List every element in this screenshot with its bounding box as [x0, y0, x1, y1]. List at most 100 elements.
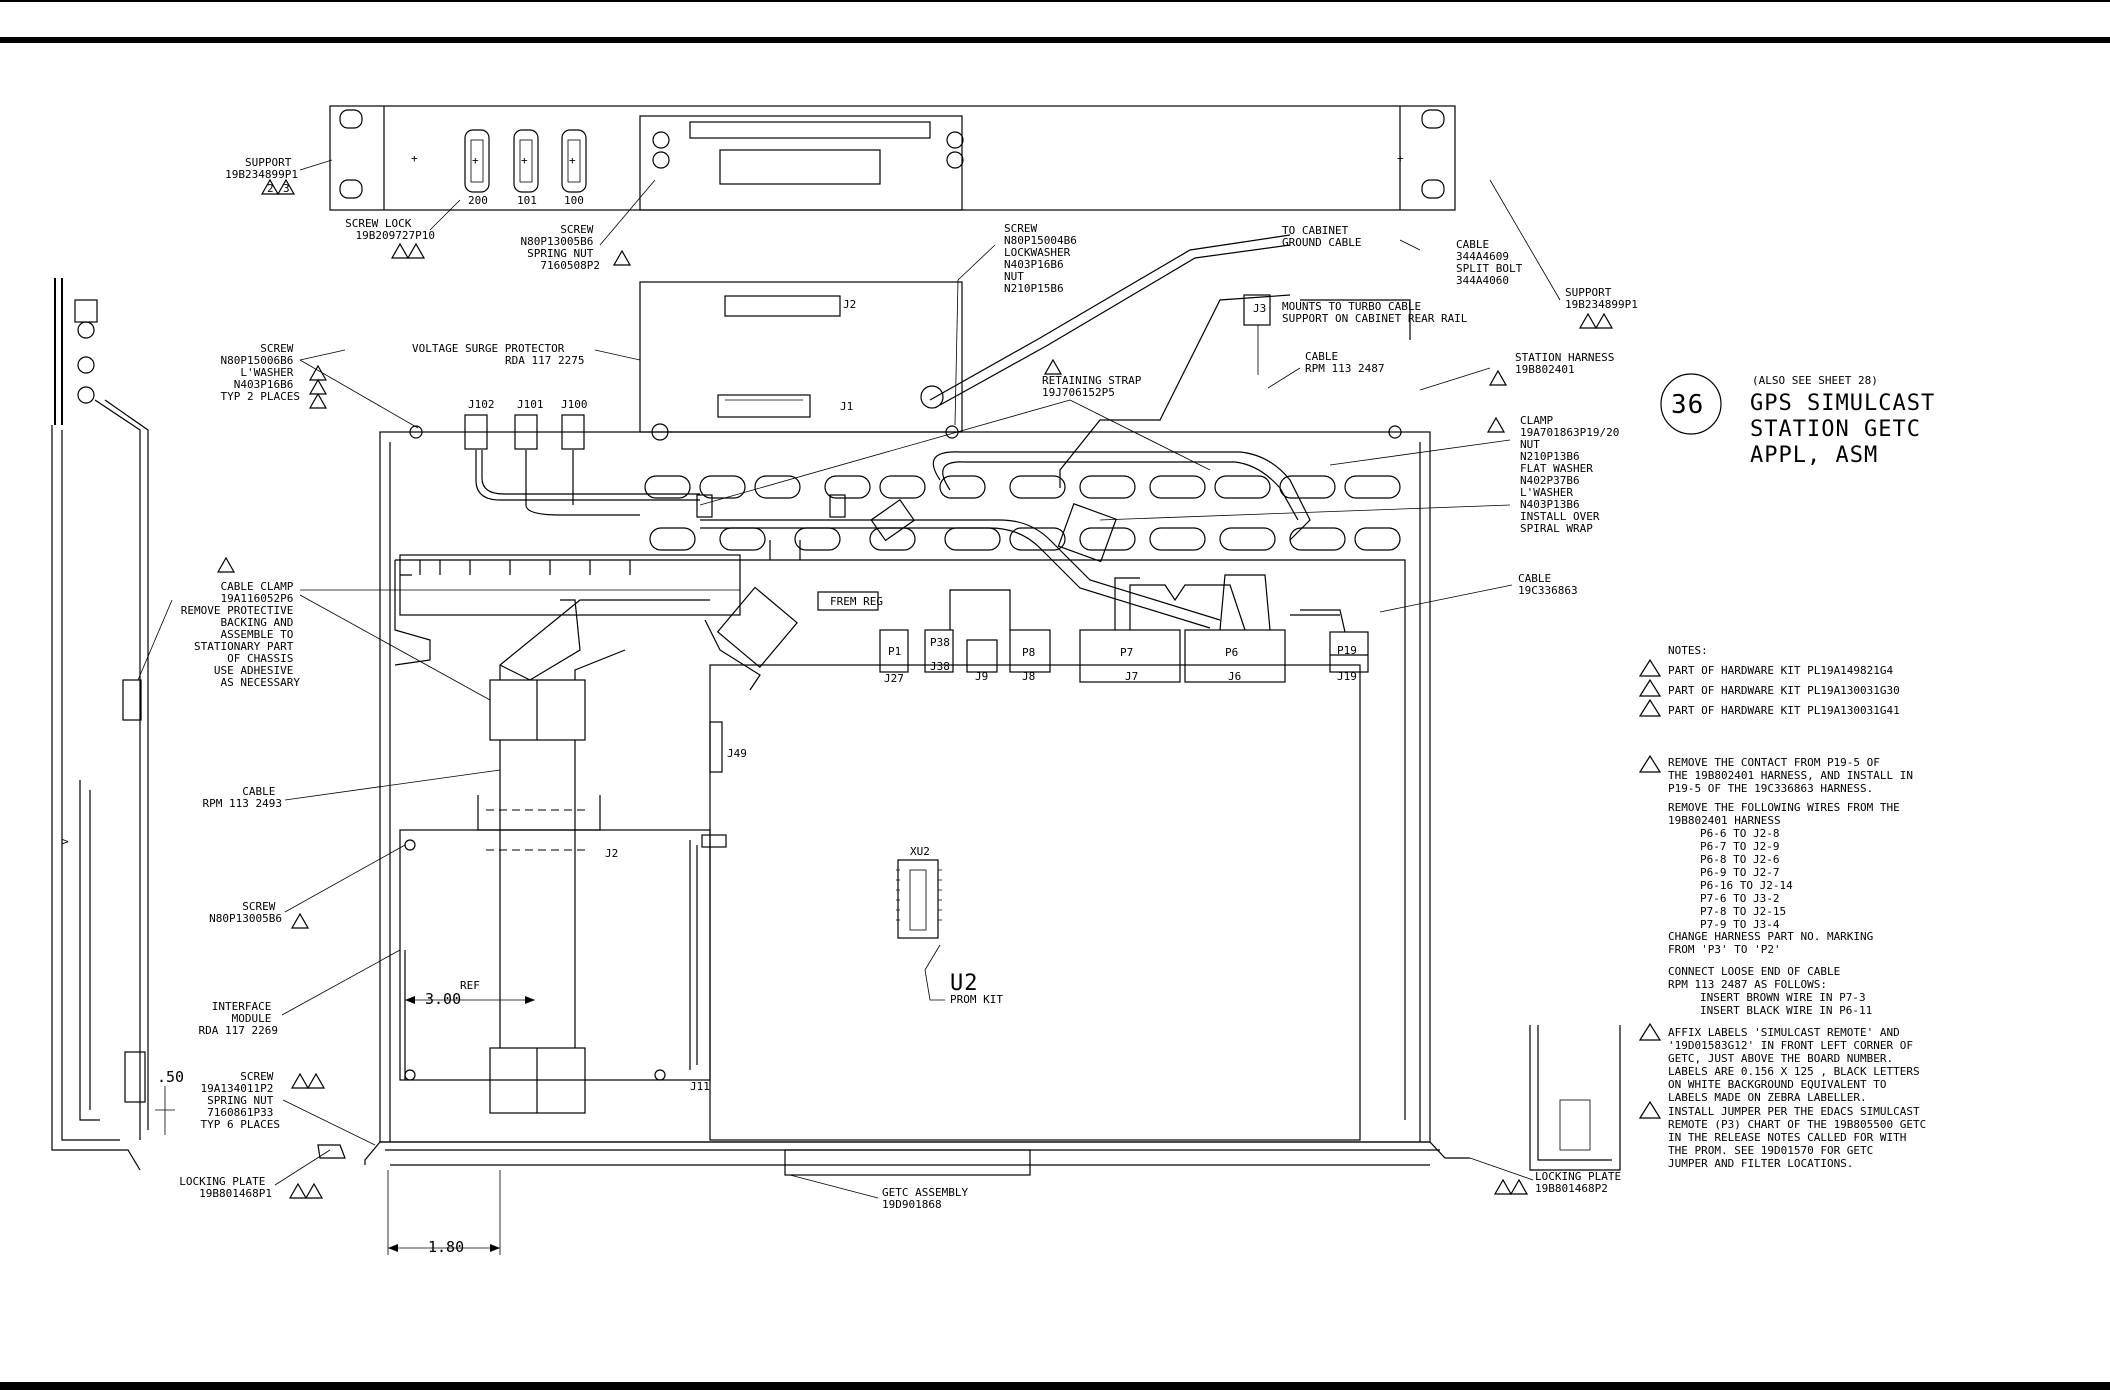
connector-header-row [817, 591, 1369, 683]
label-j2-top: J2 [843, 298, 856, 311]
label-j8: J8 [1022, 670, 1035, 683]
screw-bottom-label: SCREW 19A134011P2 SPRING NUT 7160861P33 … [201, 1070, 280, 1131]
label-j38: J38 [930, 660, 950, 673]
support-top-marks: 2 3 [260, 178, 296, 195]
connector-label-200: 200 [468, 194, 488, 207]
svg-text:+: + [411, 152, 418, 165]
connect-cable-note: CONNECT LOOSE END OF CABLE RPM 113 2487 … [1668, 965, 1847, 991]
label-j3: J3 [1253, 302, 1266, 315]
svg-text:+: + [521, 154, 528, 167]
sheet-number: 36 [1671, 390, 1704, 420]
interface-module [399, 721, 727, 1081]
also-see-text: (ALSO SEE SHEET 28) [1752, 374, 1878, 387]
note-6: AFFIX LABELS 'SIMULCAST REMOTE' AND '19D… [1668, 1026, 1926, 1104]
dimensions: 3.00 REF .50 1.80 [155, 979, 535, 1256]
screw-lock-label: SCREW LOCK 19B209727P10 [345, 217, 435, 242]
note-1: PART OF HARDWARE KIT PL19A149821G4 [1668, 664, 1894, 677]
insert-wire-note: INSERT BROWN WIRE IN P7-3 INSERT BLACK W… [1700, 991, 1872, 1017]
change-marking-note: CHANGE HARNESS PART NO. MARKING FROM 'P3… [1668, 930, 1880, 956]
label-p6: P6 [1225, 646, 1238, 659]
note-7: INSTALL JUMPER PER THE EDACS SIMULCAST R… [1668, 1105, 1933, 1170]
label-j7: J7 [1125, 670, 1138, 683]
label-j11-j3: J11 [690, 1080, 710, 1093]
dim-3-00: 3.00 [425, 990, 461, 1008]
to-cabinet-label: TO CABINET GROUND CABLE [1282, 224, 1361, 249]
db-connector-j101: + [513, 129, 539, 193]
label-j49: J49 [727, 747, 747, 760]
label-j27: J27 [884, 672, 904, 685]
label-j2-module: J2 [605, 847, 618, 860]
cable-split-label: CABLE 344A4609 SPLIT BOLT 344A4060 [1456, 238, 1529, 287]
svg-text:3: 3 [283, 182, 290, 195]
screw-washer-label: SCREW N80P15006B6 L'WASHER N403P16B6 TYP… [221, 342, 300, 403]
support-top-label: SUPPORT 19B234899P1 [225, 156, 298, 181]
clamp-label: CLAMP 19A701863P19/20 NUT N210P13B6 FLAT… [1520, 414, 1626, 535]
note-5: REMOVE THE CONTACT FROM P19-5 OF THE 19B… [1668, 756, 1920, 827]
svg-text:2: 2 [267, 182, 274, 195]
chassis-top-view [317, 234, 1621, 1176]
cable-2487-label: CABLE RPM 113 2487 [1305, 350, 1384, 375]
locking-plate-left-label: LOCKING PLATE 19B801468P1 [179, 1175, 272, 1200]
label-xu2: XU2 [910, 845, 930, 858]
label-p1: P1 [888, 645, 901, 658]
label-j102: J102 [468, 398, 495, 411]
voltage-surge-label: VOLTAGE SURGE PROTECTOR RDA 117 2275 [412, 342, 584, 367]
mounts-label: MOUNTS TO TURBO CABLE SUPPORT ON CABINET… [1282, 300, 1468, 325]
label-frem-reg: FREM REG [830, 595, 883, 608]
label-j101: J101 [517, 398, 544, 411]
cable-clamp-label: CABLE CLAMP 19A116052P6 REMOVE PROTECTIV… [181, 580, 301, 689]
station-harness-label: STATION HARNESS 19B802401 [1515, 351, 1621, 376]
notes-heading: NOTES: [1668, 644, 1708, 657]
screw-mid-label: SCREW N80P13005B6 [209, 900, 282, 925]
bottom-callouts: GETC ASSEMBLY 19D901868 U2 PROM KIT LOCK… [789, 944, 1628, 1211]
connector-label-100: 100 [564, 194, 584, 207]
label-j100: J100 [561, 398, 588, 411]
screw-lockwasher-label: SCREW N80P15004B6 LOCKWASHER N403P16B6 N… [1004, 222, 1083, 295]
svg-text:+: + [472, 154, 479, 167]
svg-text:+: + [1397, 152, 1404, 165]
connector-labels: J102 J101 J100 J1 J2 J3 J49 FREM REG P1 … [468, 298, 1357, 1093]
top-callouts: SCREW N80P15004B6 LOCKWASHER N403P16B6 N… [699, 179, 1638, 613]
support-right-label: SUPPORT 19B234899P1 [1565, 286, 1638, 311]
label-p38: P38 [930, 636, 950, 649]
label-j9: J9 [975, 670, 988, 683]
label-p8: P8 [1022, 646, 1035, 659]
svg-text:>: > [62, 835, 69, 848]
flat-cable [477, 599, 710, 1114]
notes-block: NOTES: PART OF HARDWARE KIT PL19A149821G… [1638, 644, 1933, 1170]
db-connector-j100: + [561, 129, 587, 193]
title-line-3: APPL, ASM [1750, 443, 1878, 468]
interface-module-label: INTERFACE MODULE RDA 117 2269 [199, 1000, 278, 1037]
title-block: 36 (ALSO SEE SHEET 28) GPS SIMULCAST STA… [1660, 373, 1935, 468]
label-p7: P7 [1120, 646, 1133, 659]
connector-label-101: 101 [517, 194, 537, 207]
label-j19: J19 [1337, 670, 1357, 683]
getc-assembly-label: GETC ASSEMBLY 19D901868 [882, 1186, 975, 1211]
db-connector-j102: + [464, 129, 490, 193]
label-j6: J6 [1228, 670, 1241, 683]
title-line-1: GPS SIMULCAST [1750, 391, 1935, 416]
note-2: PART OF HARDWARE KIT PL19A130031G30 [1668, 684, 1900, 697]
locking-plate-right-label: LOCKING PLATE 19B801468P2 [1535, 1170, 1628, 1195]
dim-1-80: 1.80 [428, 1238, 464, 1256]
prom-socket-xu2 [896, 859, 942, 939]
left-callouts: SUPPORT 19B234899P1 2 3 SCREW LOCK 19B20… [137, 156, 740, 1200]
title-line-2: STATION GETC [1750, 417, 1921, 442]
u2-label: U2 [950, 971, 979, 996]
rear-panel-view: + + + + + 200 101 100 [329, 105, 1456, 211]
retaining-strap-label: RETAINING STRAP 19J706152P5 [1042, 374, 1148, 399]
prom-kit-label: PROM KIT [950, 993, 1003, 1006]
cable-19c-label: CABLE 19C336863 [1518, 572, 1578, 597]
dim-ref: REF [460, 979, 480, 992]
screw-top-label: SCREW N80P13005B6 SPRING NUT 7160508P2 [521, 223, 600, 272]
cable-2493-label: CABLE RPM 113 2493 [203, 785, 282, 810]
label-p19: P19 [1337, 644, 1357, 657]
side-view: > [51, 278, 149, 1171]
dim-0-50: .50 [157, 1068, 184, 1086]
label-j1: J1 [840, 400, 853, 413]
wire-list: P6-6 TO J2-8 P6-7 TO J2-9 P6-8 TO J2-6 P… [1700, 827, 1799, 931]
svg-text:+: + [569, 154, 576, 167]
note-3: PART OF HARDWARE KIT PL19A130031G41 [1668, 704, 1900, 717]
